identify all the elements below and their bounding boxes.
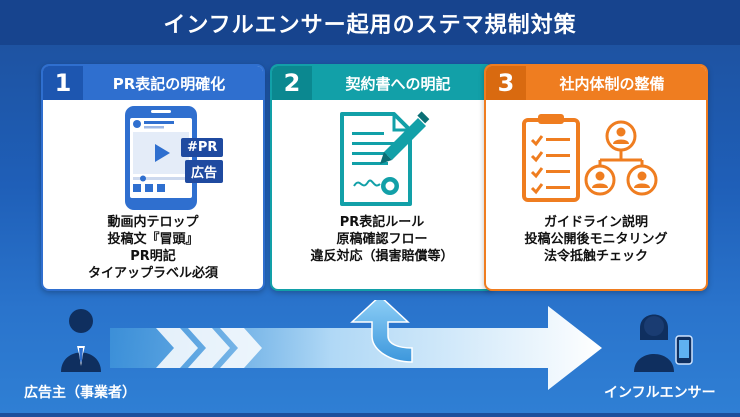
card-point: 投稿公開後モニタリング xyxy=(524,232,668,247)
flow-arrow-graphic xyxy=(110,294,602,390)
card-point: PR表記ルール xyxy=(339,215,425,230)
card-point: タイアップラベル必須 xyxy=(87,266,218,281)
flow-area: 広告主（事業者） インフルエンサー xyxy=(0,294,740,413)
checklist-icon xyxy=(522,114,580,202)
card-point: 原稿確認フロー xyxy=(336,232,428,247)
card-point: 違反対応（損害賠償等） xyxy=(310,249,454,264)
card-contract: 2 契約書への明記 PR表記ルール 原稿確認フロー 違反対応（損害賠償等） xyxy=(270,64,494,291)
smartphone-post-icon xyxy=(125,106,197,210)
pen-icon xyxy=(380,111,430,164)
card-pr-labeling: 1 PR表記の明確化 #PR 広告 動画内テロップ 投稿文『冒頭』 PR明記 タ… xyxy=(41,64,265,291)
card-number: 2 xyxy=(272,66,312,100)
card-header: 2 契約書への明記 xyxy=(272,66,492,100)
right-person-label: インフルエンサー xyxy=(604,385,716,401)
card-points: 動画内テロップ 投稿文『冒頭』 PR明記 タイアップラベル必須 xyxy=(43,214,263,282)
left-person-label: 広告主（事業者） xyxy=(24,385,136,401)
contract-document-icon xyxy=(340,111,430,206)
ad-label-badge: 広告 xyxy=(185,160,224,183)
chevron-icon xyxy=(220,328,262,368)
card-title: 契約書への明記 xyxy=(345,74,451,93)
main-flow-arrow xyxy=(110,306,602,390)
card-point: 投稿文『冒頭』 xyxy=(107,232,199,247)
card-illustration: #PR 広告 xyxy=(43,100,263,210)
chevron-icon xyxy=(188,328,230,368)
card-illustration xyxy=(486,100,706,210)
feedback-up-arrow xyxy=(350,294,413,363)
card-points: ガイドライン説明 投稿公開後モニタリング 法令抵触チェック xyxy=(486,214,706,265)
card-header: 3 社内体制の整備 xyxy=(486,66,706,100)
page-title: インフルエンサー起用のステマ規制対策 xyxy=(163,12,577,38)
chevron-icon xyxy=(156,328,198,368)
card-header: 1 PR表記の明確化 xyxy=(43,66,263,100)
card-points: PR表記ルール 原稿確認フロー 違反対応（損害賠償等） xyxy=(272,214,492,265)
org-chart-icon xyxy=(584,120,658,196)
influencer-with-phone-icon xyxy=(634,314,693,372)
businessperson-icon xyxy=(61,309,101,372)
card-number: 3 xyxy=(486,66,526,100)
card-number: 1 xyxy=(43,66,83,100)
card-point: PR明記 xyxy=(130,249,176,264)
pr-hashtag-badge: #PR xyxy=(181,138,224,157)
card-title: 社内体制の整備 xyxy=(559,74,665,93)
card-illustration xyxy=(272,100,492,210)
card-point: 法令抵触チェック xyxy=(543,249,648,264)
card-title: PR表記の明確化 xyxy=(112,74,226,93)
card-internal-system: 3 社内体制の整備 xyxy=(484,64,708,291)
card-point: 動画内テロップ xyxy=(107,215,199,230)
card-point: ガイドライン説明 xyxy=(543,215,648,230)
title-bar: インフルエンサー起用のステマ規制対策 xyxy=(0,0,740,45)
